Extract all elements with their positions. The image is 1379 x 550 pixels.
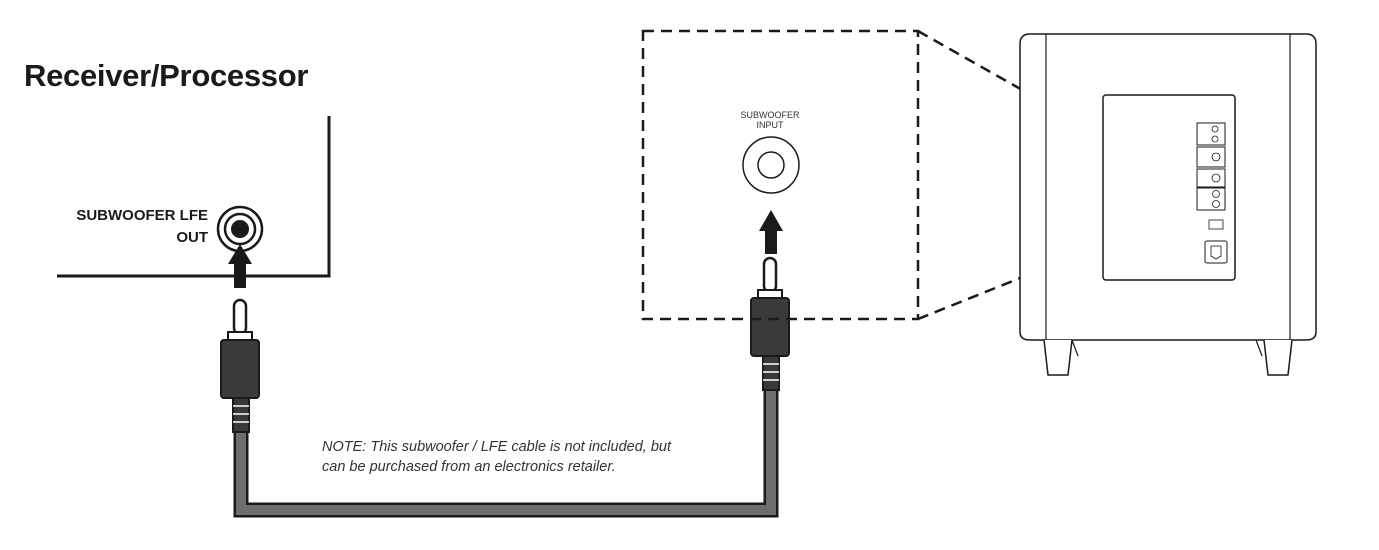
receiver-title: Receiver/Processor — [24, 58, 309, 93]
subwoofer-input-label-line1: SUBWOOFER — [740, 110, 800, 120]
zoom-detail-box — [641, 29, 920, 321]
lfe-out-label: SUBWOOFER LFE OUT — [40, 205, 208, 249]
subwoofer-rear-panel — [1102, 94, 1236, 281]
cable-note: NOTE: This subwoofer / LFE cable is not … — [322, 437, 742, 477]
arrow-up-icon — [759, 210, 783, 254]
cable-note-line2: can be purchased from an electronics ret… — [322, 459, 616, 475]
lfe-out-label-line1: SUBWOOFER LFE — [76, 207, 208, 224]
right-rca-plug — [750, 256, 790, 391]
lfe-out-label-line2: OUT — [176, 229, 208, 246]
subwoofer-input-label-line2: INPUT — [756, 120, 784, 130]
receiver-outline — [57, 116, 331, 278]
left-rca-plug — [220, 298, 260, 433]
cable-note-line1: NOTE: This subwoofer / LFE cable is not … — [322, 439, 671, 455]
lfe-cable — [233, 386, 779, 518]
arrow-up-icon — [228, 244, 252, 288]
subwoofer-input-label: SUBWOOFER INPUT — [720, 110, 820, 130]
subwoofer-input-jack — [742, 136, 800, 194]
